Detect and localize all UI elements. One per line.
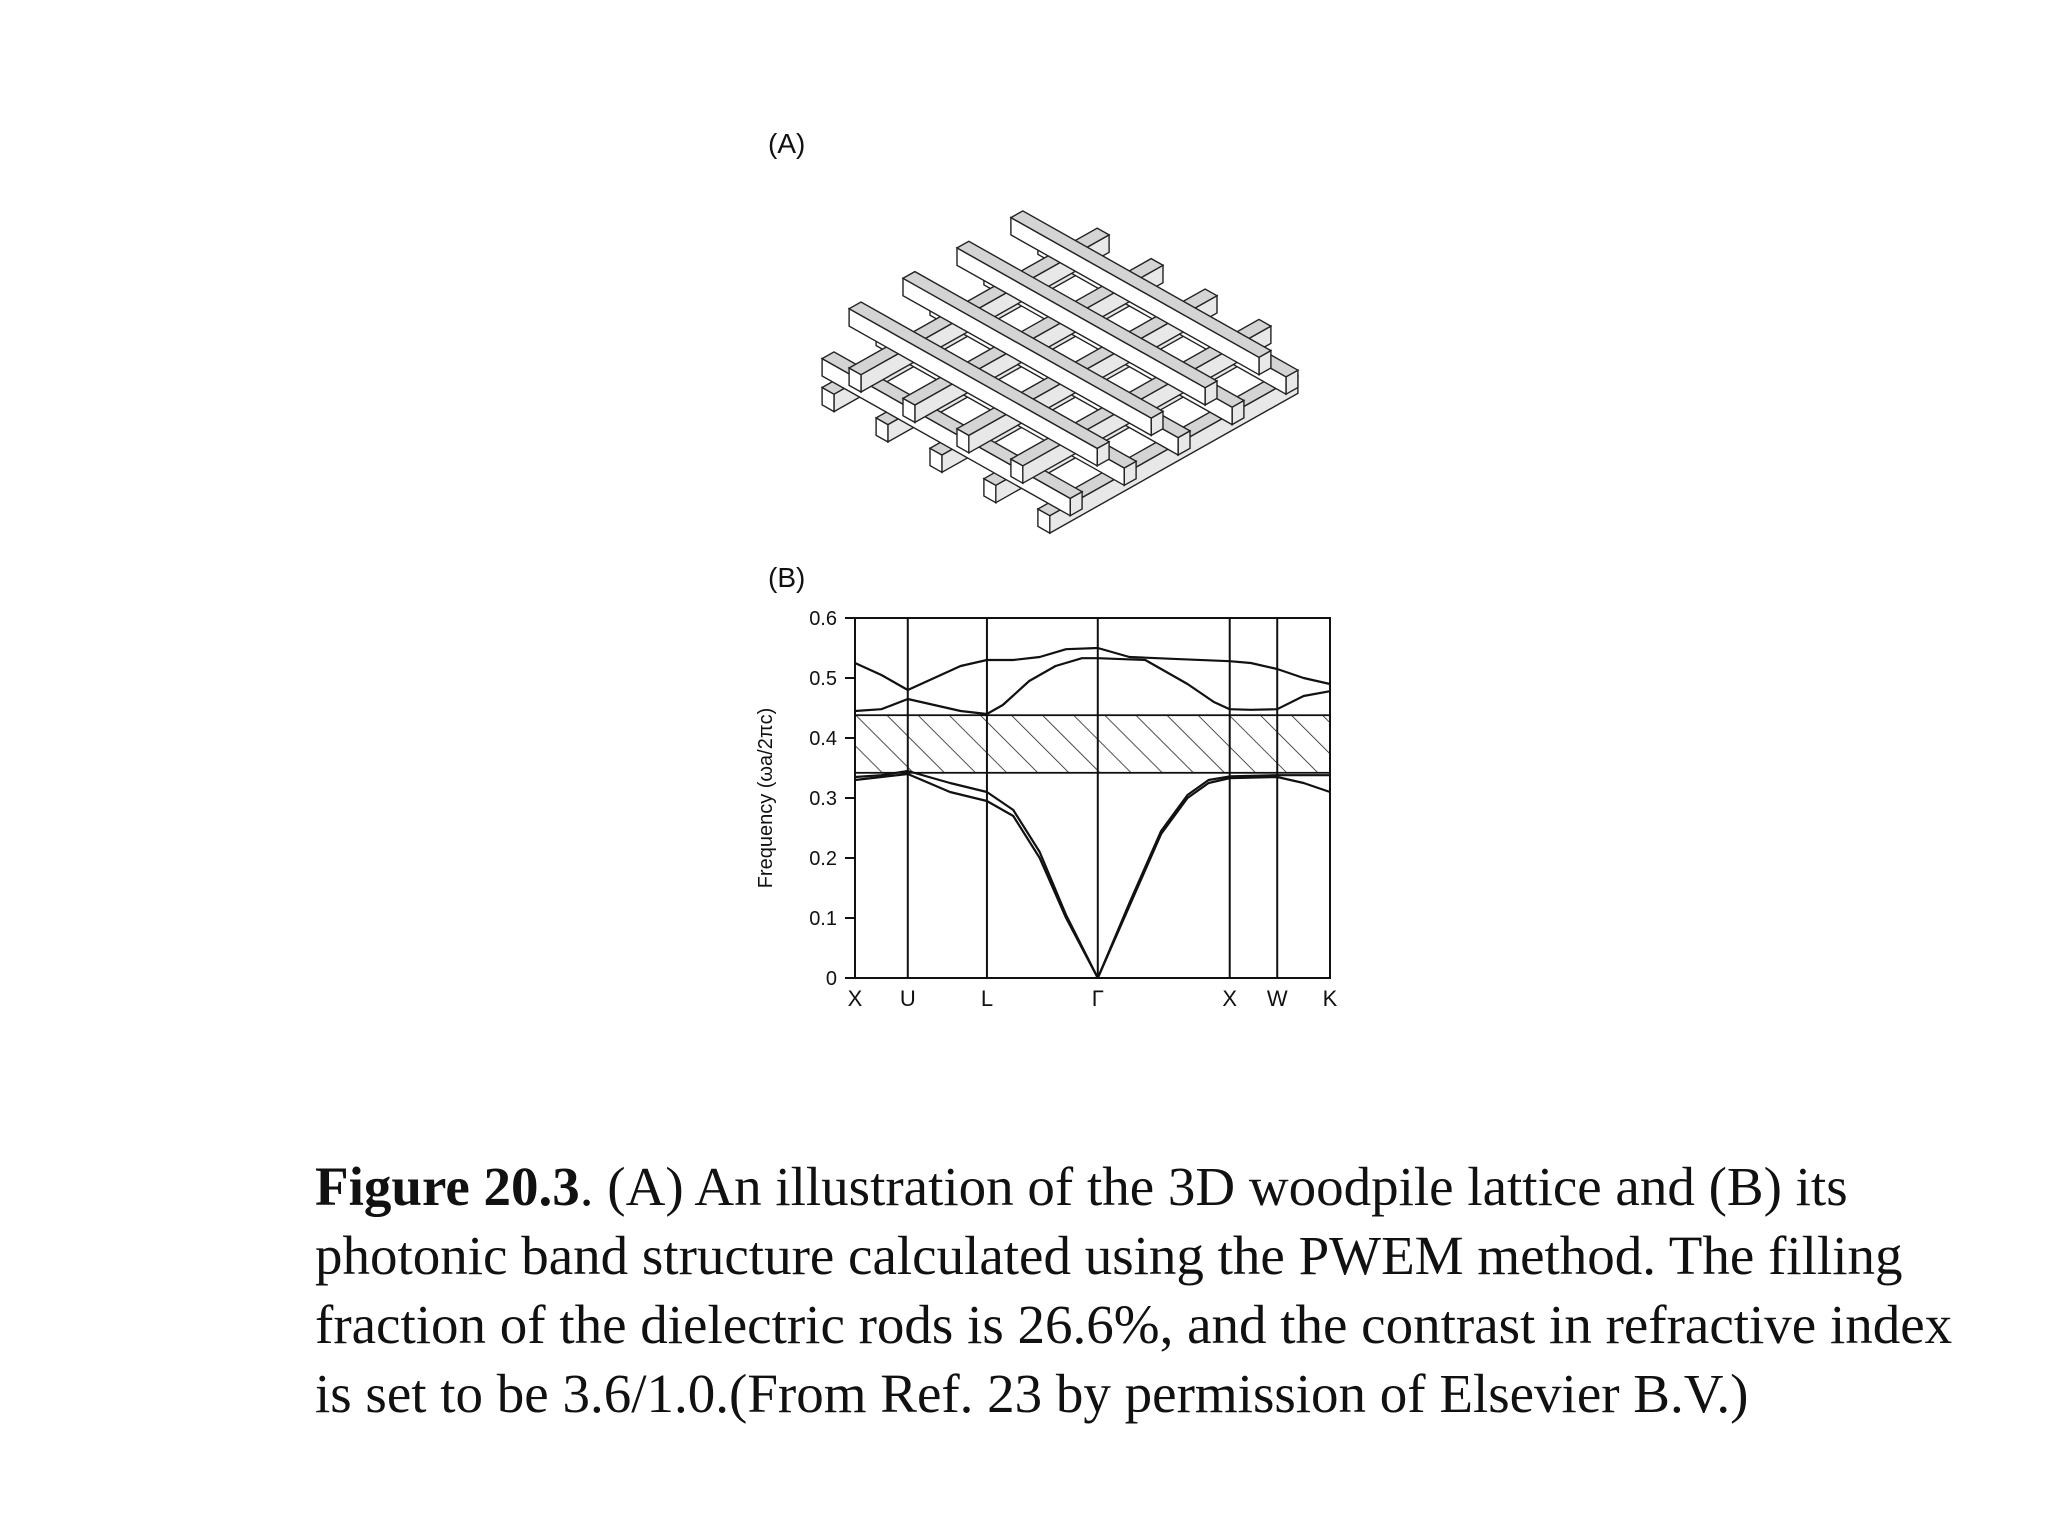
band-line [1096,774,1330,979]
band-line [854,646,1331,692]
panel-a-label: (A) [768,128,806,159]
band-line [1096,775,1331,979]
y-tick-label: 0.6 [809,608,837,630]
y-tick-label: 0 [826,968,837,990]
lattice-rod [955,240,1219,407]
woodpile-lattice-illustration [820,210,1300,535]
figure-caption: Figure 20.3. (A) An illustration of the … [315,1152,1955,1428]
plot-frame [854,617,1331,979]
band-line [854,769,1099,979]
panel-b-label: (B) [768,562,806,593]
band-line [854,657,1331,716]
k-point-label: X [1222,986,1237,1011]
k-point-label: X [848,986,863,1011]
y-tick-label: 0.5 [809,668,837,690]
k-point-label: W [1267,986,1288,1011]
y-tick-label: 0.1 [809,908,837,930]
k-point-label: K [1323,986,1338,1011]
lattice-rod [1009,210,1273,376]
caption-text: . (A) An illustration of the 3D woodpile… [315,1156,1953,1424]
y-axis-label: Frequency (ωa/2πc) [755,708,777,889]
y-tick-label: 0.4 [809,728,837,750]
k-point-label: L [981,986,993,1011]
y-tick-label: 0.3 [809,788,837,810]
band-line [854,772,1099,979]
k-point-label: Γ [1092,986,1104,1011]
k-point-label: U [900,986,916,1011]
band-gap-region [854,714,1331,774]
lattice-rod [847,301,1111,467]
y-tick-label: 0.2 [809,848,837,870]
lattice-rod [901,270,1165,437]
caption-label: Figure 20.3 [315,1156,580,1217]
